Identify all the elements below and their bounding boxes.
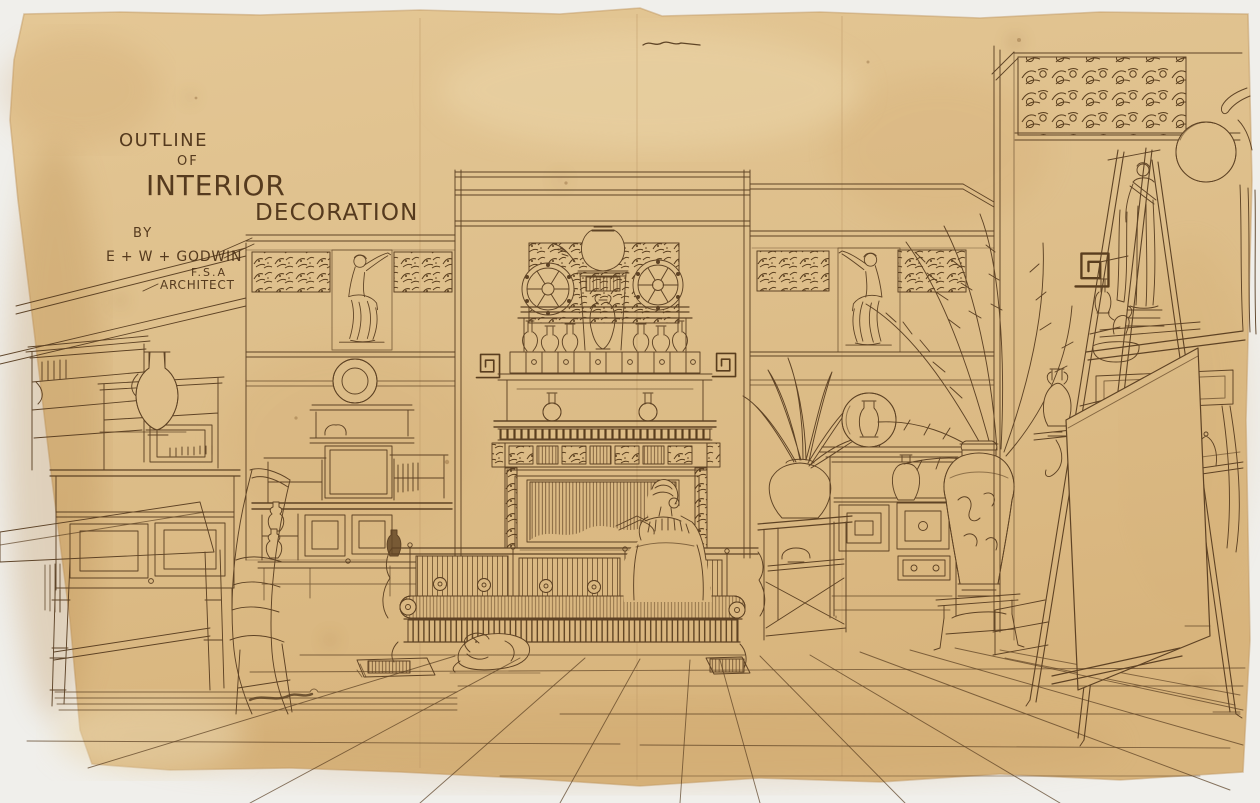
plant-stand	[757, 515, 853, 641]
floor-mats	[356, 656, 751, 678]
wall-plaque	[841, 392, 897, 448]
overmantel-cabinet	[576, 272, 630, 351]
title-line-interior: INTERIOR	[146, 169, 286, 202]
sideboard-back-wall	[251, 404, 453, 601]
stool	[933, 593, 1025, 651]
right-pier	[991, 45, 1049, 656]
byline-credentials: F.S.A	[191, 266, 228, 279]
fold-creases	[419, 14, 843, 780]
wall-bracket-amphora	[1033, 368, 1091, 477]
title-line-decoration: DECORATION	[255, 200, 419, 226]
frieze-seated-figure-left	[338, 252, 392, 343]
disc-figure	[1175, 87, 1257, 335]
seated-woman	[615, 479, 712, 602]
right-wall	[999, 52, 1243, 706]
frieze-band	[251, 247, 967, 353]
statue	[1116, 162, 1165, 327]
frieze-seated-figure-right	[838, 250, 892, 346]
frieze-panel-right	[1017, 56, 1187, 136]
overmantel-vases	[522, 320, 688, 352]
palm-plant	[865, 213, 1074, 471]
byline-artist: E + W + GODWIN	[106, 249, 243, 265]
byline-role: ARCHITECT	[160, 278, 235, 292]
large-vase-left	[135, 351, 179, 436]
charger-plate-left	[521, 262, 575, 316]
title-line-outline: OUTLINE	[119, 130, 209, 151]
dog	[449, 632, 541, 674]
floor	[26, 647, 1246, 803]
chimney-breast	[454, 169, 751, 559]
wall-plate	[332, 358, 378, 404]
table-foreground	[0, 501, 225, 707]
mantel-recess	[506, 379, 704, 422]
potted-plant	[742, 357, 859, 519]
chimneypiece	[475, 226, 737, 551]
byline-by: BY	[133, 226, 154, 241]
leader-marks	[142, 237, 255, 292]
overmantel-jar	[553, 226, 629, 277]
easel-canvas	[1065, 347, 1211, 691]
paper-stains	[0, 14, 1250, 787]
mantel-frieze-band	[509, 351, 701, 374]
left-wall-cabinets	[25, 335, 241, 613]
left-wall	[0, 242, 247, 561]
easel	[1025, 147, 1243, 747]
title-line-of: OF	[177, 154, 199, 169]
charger-plate-right	[632, 259, 684, 311]
mantel-frieze	[491, 442, 721, 468]
ink-squiggle	[642, 41, 701, 46]
